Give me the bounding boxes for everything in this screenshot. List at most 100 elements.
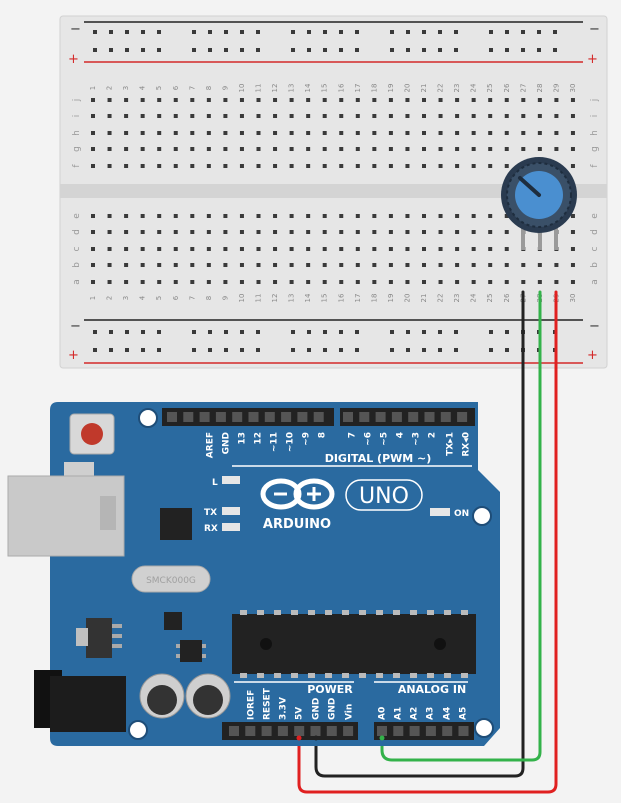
column-label-bottom: 20 (403, 294, 411, 303)
column-label-bottom: 18 (370, 294, 378, 303)
terminal-hole (521, 131, 526, 135)
column-label-top: 20 (403, 84, 411, 93)
terminal-hole (190, 230, 195, 234)
wire-green-a0 (380, 290, 542, 762)
header-pin[interactable] (232, 412, 243, 422)
chip-pin (291, 610, 298, 615)
header-pin[interactable] (183, 412, 194, 422)
header-pin[interactable] (442, 726, 453, 736)
terminal-hole (388, 230, 393, 234)
terminal-hole (471, 147, 476, 151)
digital-pin-label: TX▸1 (446, 432, 456, 456)
terminal-hole (256, 263, 261, 267)
header-pin[interactable] (313, 412, 324, 422)
reset-button[interactable] (69, 413, 115, 455)
terminal-hole (173, 280, 178, 284)
capacitor-right (185, 673, 231, 719)
chip-pin (427, 673, 434, 678)
terminal-hole (521, 280, 526, 284)
header-pin[interactable] (281, 412, 292, 422)
chip-pin (393, 610, 400, 615)
terminal-hole (422, 230, 426, 234)
rail-sign-top-plus-right: + (587, 52, 598, 67)
terminal-hole (256, 247, 261, 251)
terminal-hole (124, 114, 129, 118)
rail-hole (141, 330, 145, 334)
header-pin[interactable] (375, 412, 386, 422)
terminal-hole (273, 98, 278, 102)
uno-label: UNO (359, 484, 409, 509)
potentiometer[interactable] (501, 157, 577, 250)
terminal-hole (405, 164, 410, 168)
header-pin[interactable] (167, 412, 177, 422)
header-pin[interactable] (424, 412, 435, 422)
terminal-hole (239, 147, 244, 151)
analog-pin-label: A4 (443, 707, 453, 720)
rail-hole (505, 30, 509, 34)
header-pin[interactable] (458, 726, 469, 736)
rail-hole (240, 30, 244, 34)
header-pin[interactable] (245, 726, 256, 736)
rail-hole (157, 30, 161, 34)
header-pin[interactable] (229, 726, 239, 736)
terminal-hole (273, 147, 278, 151)
capacitor-left (139, 673, 185, 719)
header-pin[interactable] (343, 726, 354, 736)
header-pin[interactable] (359, 412, 370, 422)
header-pin[interactable] (199, 412, 210, 422)
header-pin[interactable] (409, 726, 420, 736)
terminal-hole (554, 131, 559, 135)
header-pin[interactable] (277, 726, 288, 736)
column-label-top: 26 (503, 83, 511, 92)
header-pin[interactable] (261, 726, 272, 736)
terminal-hole (190, 147, 195, 151)
header-pin[interactable] (326, 726, 337, 736)
column-label-top: 16 (337, 83, 345, 92)
rail-hole (339, 30, 343, 34)
terminal-hole (306, 280, 311, 284)
terminal-hole (322, 147, 327, 151)
header-pin[interactable] (310, 726, 321, 736)
terminal-hole (140, 131, 145, 135)
terminal-hole (124, 280, 129, 284)
header-pin[interactable] (215, 412, 226, 422)
header-pin[interactable] (391, 412, 402, 422)
terminal-hole (140, 230, 145, 234)
terminal-hole (124, 263, 129, 267)
header-pin[interactable] (248, 412, 259, 422)
terminal-hole (157, 214, 162, 218)
terminal-hole (140, 280, 145, 284)
rail-hole (141, 48, 145, 52)
header-pin[interactable] (457, 412, 468, 422)
terminal-hole (438, 98, 443, 102)
column-label-top: 6 (172, 85, 180, 90)
column-label-top: 22 (437, 84, 445, 93)
header-pin[interactable] (297, 412, 308, 422)
rail-hole (93, 348, 97, 352)
header-pin[interactable] (440, 412, 451, 422)
terminal-hole (422, 214, 426, 218)
header-pin[interactable] (294, 726, 305, 736)
terminal-hole (339, 164, 344, 168)
header-pin[interactable] (343, 412, 353, 422)
terminal-hole (190, 247, 195, 251)
header-pin[interactable] (393, 726, 404, 736)
terminal-hole (504, 164, 509, 168)
rail-hole (390, 330, 394, 334)
terminal-hole (537, 280, 542, 284)
terminal-hole (471, 230, 476, 234)
header-pin[interactable] (377, 726, 387, 736)
chip-pin (291, 673, 298, 678)
row-label-right: a (590, 279, 600, 285)
column-label-top: 18 (370, 84, 378, 93)
header-pin[interactable] (425, 726, 436, 736)
column-label-top: 27 (519, 84, 527, 93)
header-pin[interactable] (408, 412, 419, 422)
header-pin[interactable] (264, 412, 275, 422)
terminal-hole (339, 98, 344, 102)
terminal-hole (339, 131, 344, 135)
terminal-hole (223, 263, 228, 267)
rail-sign-bottom-plus-right: + (587, 348, 598, 363)
terminal-hole (206, 147, 211, 151)
rail-hole (553, 48, 557, 52)
